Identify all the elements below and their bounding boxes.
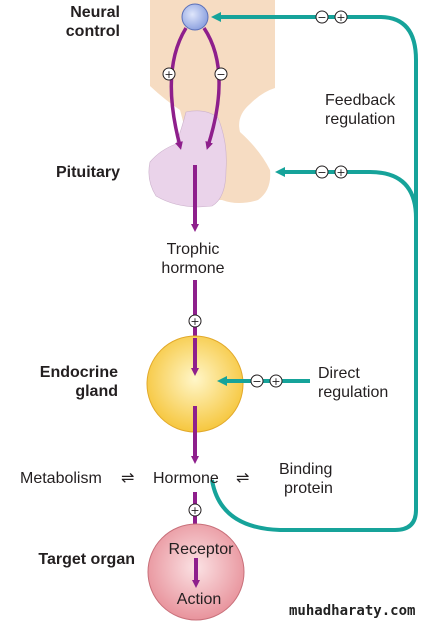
feedback-top-plus-circle — [334, 10, 348, 24]
feedback-regulation-label-1: Feedback — [325, 92, 396, 109]
plus-sign: + — [164, 68, 173, 81]
trophic-plus-sign: + — [190, 315, 199, 328]
binding-protein-label-1: Binding — [279, 461, 332, 478]
trophic-label-2: hormone — [161, 260, 224, 277]
metabolism-label: Metabolism — [20, 470, 102, 487]
hormone-label: Hormone — [153, 470, 219, 487]
metabolism-equilibrium-sign: ⇌ — [121, 470, 134, 487]
feedback-pit-plus-circle — [334, 165, 348, 179]
anterior-pituitary-shape — [148, 110, 227, 208]
direct-regulation-label-1: Direct — [318, 365, 360, 382]
trophic-label-1: Trophic — [167, 241, 220, 258]
feedback-regulation-label-2: regulation — [325, 111, 395, 128]
feedback-loop-path — [210, 167, 418, 532]
feedback-top-plus-sign: + — [336, 11, 345, 24]
direct-regulation-label-2: regulation — [318, 384, 388, 401]
watermark: muhadharaty.com — [289, 603, 415, 619]
plus-sign-circle — [162, 67, 176, 81]
direct-minus-circle — [250, 374, 264, 388]
binding-equilibrium-sign: ⇌ — [236, 470, 249, 487]
endocrine-label-2: gland — [75, 383, 118, 400]
direct-plus-circle — [269, 374, 283, 388]
action-label: Action — [177, 591, 221, 608]
feedback-pit-plus-sign: + — [336, 166, 345, 179]
target-plus-circle — [188, 503, 202, 517]
neural-control-node — [181, 3, 209, 31]
feedback-top-path — [379, 15, 418, 218]
feedback-top-minus-sign: − — [317, 11, 326, 24]
feedback-pit-minus-sign: − — [317, 166, 326, 179]
neural-control-label-1: Neural — [70, 4, 120, 21]
target-organ-label: Target organ — [38, 551, 135, 568]
binding-protein-label-2: protein — [284, 480, 333, 497]
feedback-top-minus-circle — [315, 10, 329, 24]
neural-control-label-2: control — [66, 23, 120, 40]
feedback-pit-minus-circle — [315, 165, 329, 179]
endocrine-label-1: Endocrine — [40, 364, 118, 381]
hypothalamus-shape — [150, 0, 275, 203]
minus-sign: − — [216, 68, 225, 81]
receptor-label: Receptor — [169, 541, 235, 558]
trophic-plus-circle — [188, 314, 202, 328]
direct-minus-sign: − — [252, 375, 261, 388]
target-plus-sign: + — [190, 504, 199, 517]
minus-sign-circle — [214, 67, 228, 81]
pituitary-label: Pituitary — [56, 164, 120, 181]
direct-plus-sign: + — [271, 375, 280, 388]
